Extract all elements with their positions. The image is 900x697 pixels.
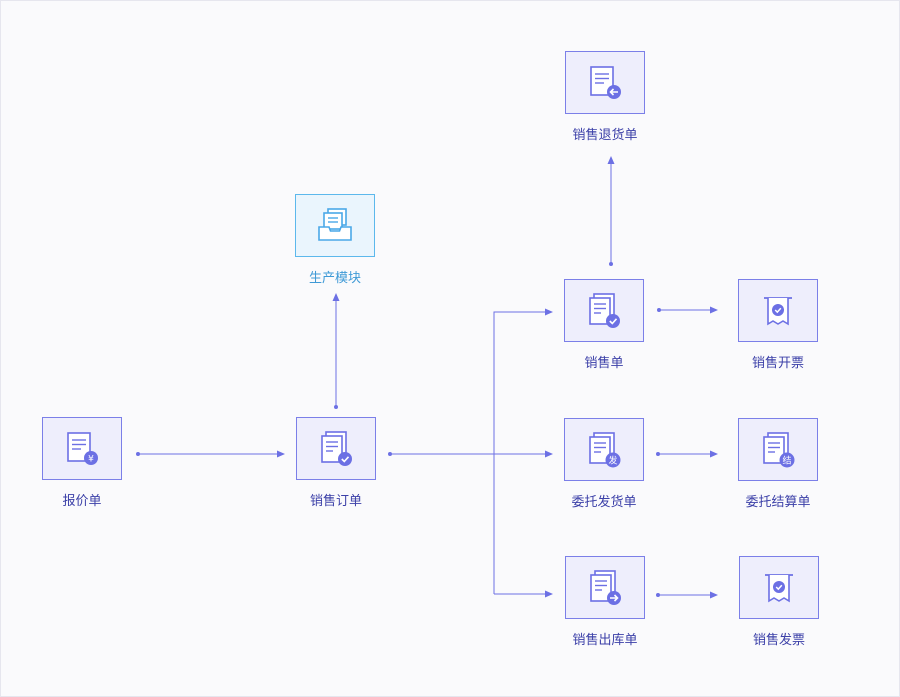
node-quote[interactable]: ¥ 报价单 bbox=[42, 417, 122, 509]
node-sales-receipt-label: 销售发票 bbox=[752, 633, 805, 648]
node-sales-order-box[interactable] bbox=[296, 417, 376, 480]
node-sales-receipt[interactable]: 销售发票 bbox=[739, 556, 819, 648]
node-consign-ship[interactable]: 发 委托发货单 bbox=[564, 418, 644, 510]
document-yen-icon: ¥ bbox=[67, 431, 98, 465]
svg-text:¥: ¥ bbox=[88, 454, 94, 464]
tray-documents-icon bbox=[318, 207, 352, 241]
node-sales-invoice-label: 销售开票 bbox=[751, 356, 804, 371]
link-branch-slip bbox=[493, 308, 553, 594]
node-production[interactable]: 生产模块 bbox=[295, 194, 375, 286]
svg-text:发: 发 bbox=[608, 454, 617, 466]
receipt-check-icon bbox=[764, 296, 792, 325]
document-ship-icon: 发 bbox=[589, 431, 621, 467]
node-production-label: 生产模块 bbox=[308, 271, 361, 286]
svg-text:结: 结 bbox=[782, 454, 791, 466]
node-sales-slip[interactable]: 销售单 bbox=[564, 279, 644, 371]
document-settle-icon: 结 bbox=[763, 431, 795, 467]
node-sales-order[interactable]: 销售订单 bbox=[296, 417, 376, 509]
node-sales-outbound[interactable]: 销售出库单 bbox=[565, 556, 645, 648]
document-check-icon bbox=[589, 292, 620, 328]
node-consign-settle-label: 委托结算单 bbox=[745, 495, 811, 510]
node-quote-box[interactable]: ¥ bbox=[42, 417, 122, 480]
node-sales-return-box[interactable] bbox=[565, 51, 645, 114]
node-consign-ship-label: 委托发货单 bbox=[571, 495, 637, 510]
node-sales-outbound-box[interactable] bbox=[565, 556, 645, 619]
node-sales-slip-label: 销售单 bbox=[584, 356, 624, 371]
node-sales-invoice-box[interactable] bbox=[738, 279, 818, 342]
node-production-box[interactable] bbox=[295, 194, 375, 257]
receipt-check-icon bbox=[765, 573, 793, 602]
document-outbound-icon bbox=[590, 569, 621, 605]
document-check-icon bbox=[321, 430, 352, 466]
node-sales-outbound-label: 销售出库单 bbox=[572, 633, 638, 648]
node-consign-ship-box[interactable]: 发 bbox=[564, 418, 644, 481]
node-sales-slip-box[interactable] bbox=[564, 279, 644, 342]
node-sales-return[interactable]: 销售退货单 bbox=[565, 51, 645, 143]
node-sales-receipt-box[interactable] bbox=[739, 556, 819, 619]
document-return-icon bbox=[590, 65, 621, 99]
node-consign-settle-box[interactable]: 结 bbox=[738, 418, 818, 481]
node-quote-label: 报价单 bbox=[62, 494, 102, 509]
node-sales-order-label: 销售订单 bbox=[309, 494, 362, 509]
node-sales-invoice[interactable]: 销售开票 bbox=[738, 279, 818, 371]
node-consign-settle[interactable]: 结 委托结算单 bbox=[738, 418, 818, 510]
node-sales-return-label: 销售退货单 bbox=[572, 128, 638, 143]
